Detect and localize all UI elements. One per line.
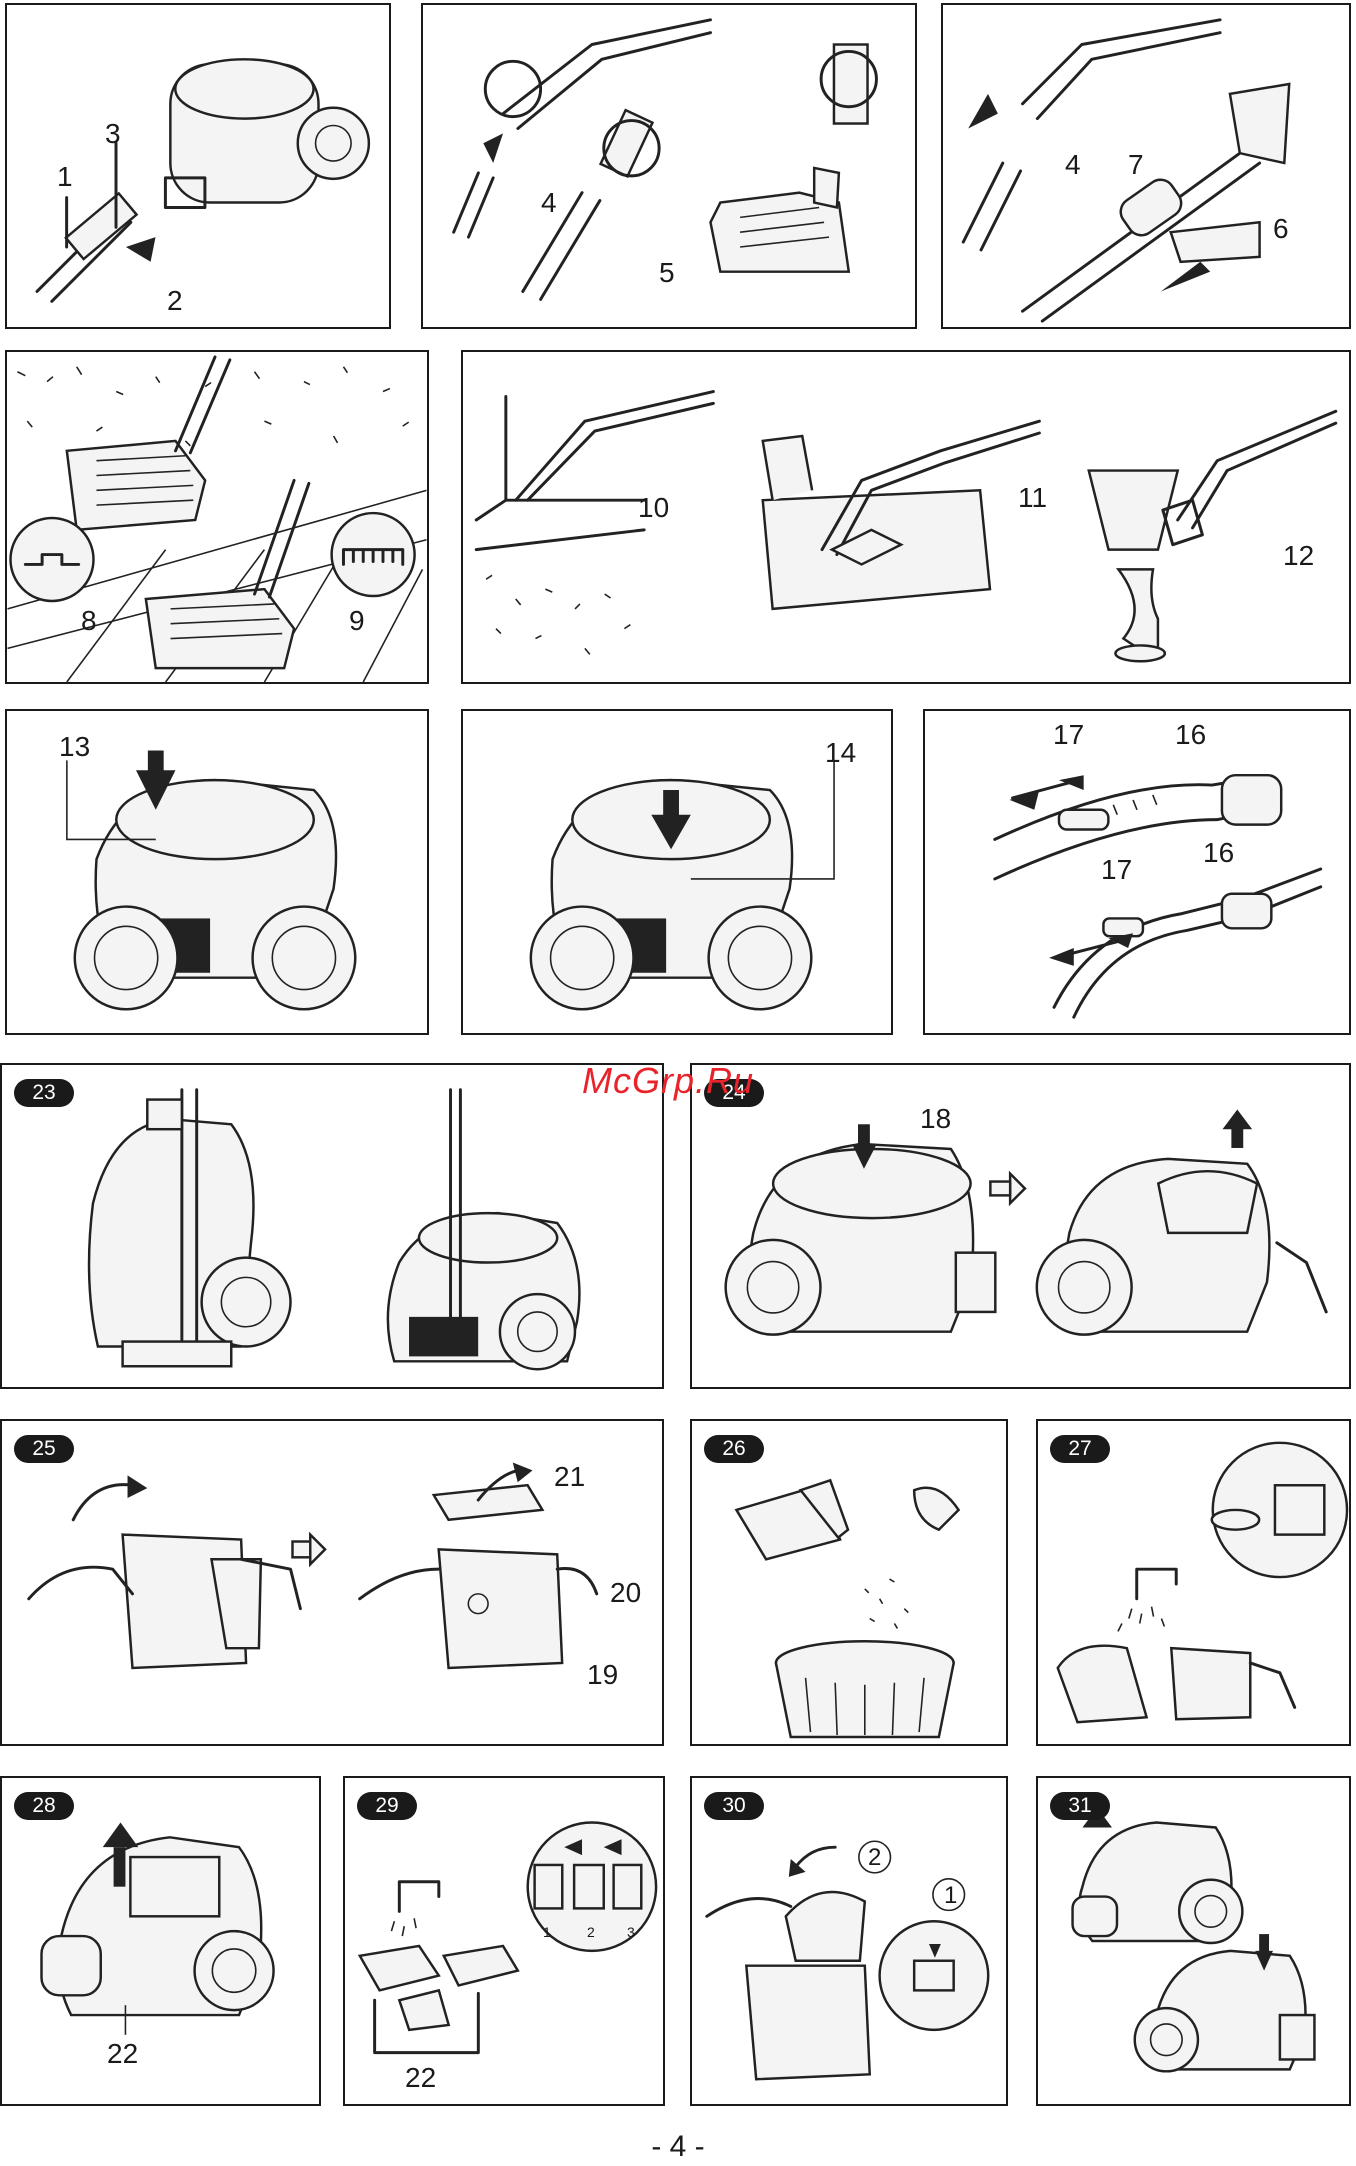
panel-7: 14 bbox=[461, 709, 893, 1035]
callout-6: 6 bbox=[1273, 215, 1289, 243]
panel-28: 28 22 bbox=[0, 1776, 321, 2106]
panel-30: 30 2 1 bbox=[690, 1776, 1008, 2106]
step-badge-25: 25 bbox=[14, 1435, 74, 1463]
illustration-parking bbox=[2, 1065, 662, 1387]
illustration-motor-filter-out bbox=[2, 1778, 319, 2104]
callout-2: 2 bbox=[167, 287, 183, 315]
panel-8: 17 16 17 16 bbox=[923, 709, 1351, 1035]
callout-21: 21 bbox=[554, 1463, 585, 1491]
illustration-telescopic-tube bbox=[943, 5, 1349, 327]
panel-31: 31 bbox=[1036, 1776, 1351, 2106]
step-badge-26: 26 bbox=[704, 1435, 764, 1463]
callout-1: 1 bbox=[57, 163, 73, 191]
panel-23: 23 bbox=[0, 1063, 664, 1389]
step-badge-28: 28 bbox=[14, 1792, 74, 1820]
callout-11: 11 bbox=[1018, 484, 1047, 512]
filter-step-1: 1 bbox=[543, 1918, 551, 1946]
panel-2: 4 5 bbox=[421, 3, 917, 329]
step-badge-27: 27 bbox=[1050, 1435, 1110, 1463]
callout-17a: 17 bbox=[1053, 721, 1084, 749]
page-number: - 4 - bbox=[0, 2130, 1356, 2164]
step-badge-31: 31 bbox=[1050, 1792, 1110, 1820]
callout-10: 10 bbox=[638, 494, 669, 522]
callout-19: 19 bbox=[587, 1661, 618, 1689]
callout-4: 4 bbox=[541, 189, 557, 217]
callout-14: 14 bbox=[825, 739, 856, 767]
callout-16b: 16 bbox=[1203, 839, 1234, 867]
panel-26: 26 bbox=[690, 1419, 1008, 1746]
step-badge-29: 29 bbox=[357, 1792, 417, 1820]
callout-17b: 17 bbox=[1101, 856, 1132, 884]
panel-5: 10 11 12 bbox=[461, 350, 1351, 684]
callout-9: 9 bbox=[349, 607, 365, 635]
illustration-empty-dust bbox=[692, 1421, 1006, 1744]
illustration-accessories bbox=[463, 352, 1349, 682]
callout-3: 3 bbox=[105, 120, 121, 148]
callout-22a: 22 bbox=[107, 2040, 138, 2068]
callout-13: 13 bbox=[59, 733, 90, 761]
watermark: McGrp.Ru bbox=[582, 1060, 754, 1102]
filter-step-2: 2 bbox=[587, 1918, 595, 1946]
callout-step-2: 2 bbox=[868, 1844, 881, 1872]
callout-8: 8 bbox=[81, 607, 97, 635]
panel-27: 27 bbox=[1036, 1419, 1351, 1746]
callout-7: 7 bbox=[1128, 151, 1144, 179]
illustration-wash-container bbox=[1038, 1421, 1349, 1744]
panel-29: 29 22 1 2 3 bbox=[343, 1776, 665, 2106]
callout-5: 5 bbox=[659, 259, 675, 287]
panel-25: 25 21 20 19 bbox=[0, 1419, 664, 1746]
illustration-wash-filters bbox=[345, 1778, 663, 2104]
panel-24: 24 18 bbox=[690, 1063, 1351, 1389]
panel-6: 13 bbox=[5, 709, 429, 1035]
callout-4b: 4 bbox=[1065, 151, 1081, 179]
callout-22b: 22 bbox=[405, 2064, 436, 2092]
panel-4: 8 9 bbox=[5, 350, 429, 684]
illustration-reinsert bbox=[1038, 1778, 1349, 2104]
callout-12: 12 bbox=[1283, 542, 1314, 570]
filter-step-3: 3 bbox=[627, 1918, 635, 1946]
illustration-reassemble-container bbox=[692, 1778, 1006, 2104]
callout-20: 20 bbox=[610, 1579, 641, 1607]
step-badge-23: 23 bbox=[14, 1079, 74, 1107]
panel-1: 1 3 2 bbox=[5, 3, 391, 329]
illustration-suction-control bbox=[925, 711, 1349, 1033]
illustration-dust-container-release bbox=[692, 1065, 1349, 1387]
callout-18: 18 bbox=[920, 1105, 951, 1133]
panel-3: 4 7 6 bbox=[941, 3, 1351, 329]
step-badge-30: 30 bbox=[704, 1792, 764, 1820]
callout-step-1: 1 bbox=[944, 1882, 957, 1910]
callout-16a: 16 bbox=[1175, 721, 1206, 749]
